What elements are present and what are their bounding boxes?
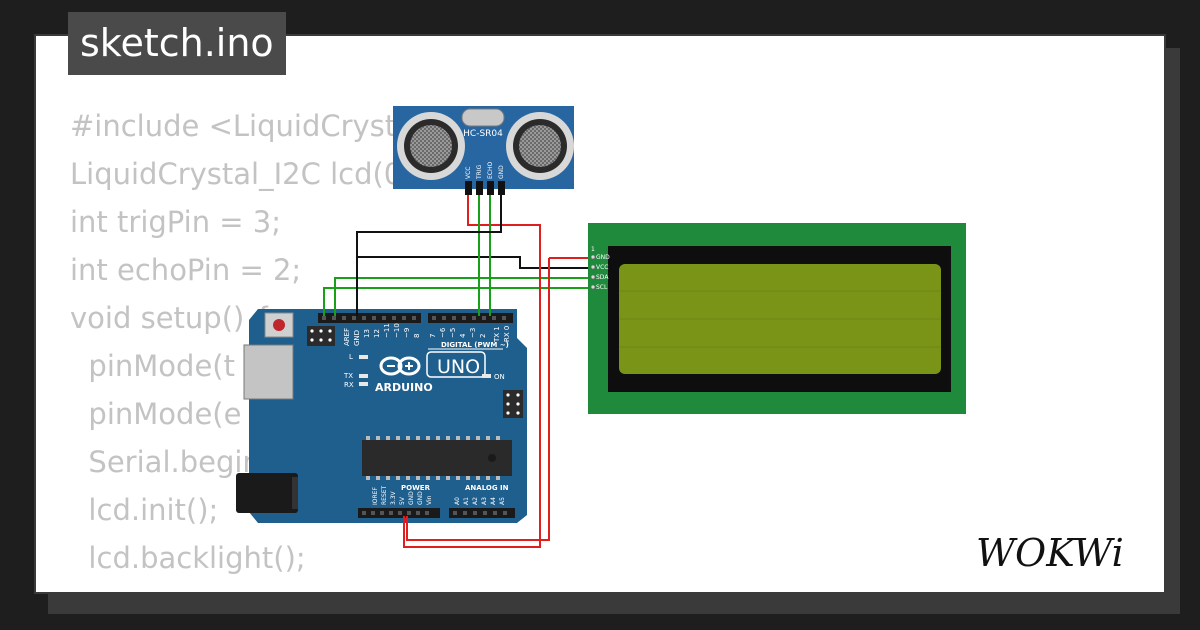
lcd-pin-sda[interactable] xyxy=(590,274,596,280)
pin-label: 2 xyxy=(479,334,487,338)
lcd-pin-scl[interactable] xyxy=(590,284,596,290)
pin-label: 4 xyxy=(459,333,467,338)
pin-label: ~3 xyxy=(469,328,477,338)
pin-label: A4 xyxy=(490,497,497,505)
pin-label: TX 1 xyxy=(493,326,501,343)
pin-label: GND xyxy=(353,330,361,346)
wires xyxy=(323,195,588,548)
pin-label: 3.3V xyxy=(390,490,397,505)
code-line: lcd.clear(); xyxy=(70,582,244,592)
digital-pin-labels: AREF GND 13 12 ~11 ~10 ~9 8 7 ~6 ~5 4 ~3… xyxy=(343,323,511,346)
lcd-pin-label: VCC xyxy=(596,264,608,271)
wire-gnd-lcd[interactable] xyxy=(356,256,588,316)
pin-label: RX 0 xyxy=(503,326,511,342)
code-line: LiquidCrystal_I2C lcd(0 xyxy=(70,157,403,191)
led-label: L xyxy=(349,353,353,361)
arduino-logo xyxy=(379,356,421,376)
pin-label: ~9 xyxy=(403,328,411,338)
wire-gnd-sensor[interactable] xyxy=(356,195,502,316)
led-label: TX xyxy=(343,372,353,380)
pin-label: GND xyxy=(417,491,424,505)
pin-label: 12 xyxy=(373,329,381,338)
sensor-pin-label: ECHO xyxy=(487,162,494,179)
pin-label: 8 xyxy=(413,334,421,338)
transducer-right xyxy=(506,112,574,180)
lcd-pin-label: SDA xyxy=(596,274,609,281)
wire-vcc-lcd[interactable] xyxy=(406,258,550,541)
pin-label: IOREF xyxy=(372,487,379,505)
code-line: pinMode(t xyxy=(70,349,235,383)
digital-header-right[interactable] xyxy=(428,313,513,323)
sensor-pin-trig[interactable] xyxy=(476,181,483,195)
pin-label: ~11 xyxy=(383,323,391,338)
led-label: RX xyxy=(344,381,354,389)
pin-label: RESET xyxy=(381,485,388,505)
lcd-pin-gnd[interactable] xyxy=(590,254,596,260)
lcd-char-grid xyxy=(619,290,941,348)
pin-label: ~5 xyxy=(449,328,457,338)
power-jack xyxy=(236,473,298,513)
pin-label: A5 xyxy=(499,497,506,505)
pin-label: 5V xyxy=(399,496,406,505)
reset-button[interactable] xyxy=(264,312,294,338)
pin-label: GND xyxy=(408,491,415,505)
sensor-pin-vcc[interactable] xyxy=(465,181,472,195)
code-line: lcd.init(); xyxy=(70,493,219,527)
pin-label: ~10 xyxy=(393,323,401,338)
status-leds: L TX RX ON xyxy=(343,353,505,389)
sensor-pin-gnd[interactable] xyxy=(498,181,505,195)
wire-vcc-sensor[interactable] xyxy=(403,195,541,548)
code-line: int trigPin = 3; xyxy=(70,205,282,239)
arduino-uno[interactable]: AREF GND 13 12 ~11 ~10 ~9 8 7 ~6 ~5 4 ~3… xyxy=(236,309,527,523)
pin-label: A3 xyxy=(481,497,488,505)
uno-badge xyxy=(426,351,486,378)
analog-label: ANALOG IN xyxy=(465,484,509,492)
power-jack-edge xyxy=(292,477,298,509)
code-line: Serial.begin xyxy=(70,445,261,479)
sensor-pin-echo[interactable] xyxy=(487,181,494,195)
pin-label: Vin xyxy=(426,495,433,505)
model-name: UNO xyxy=(437,356,480,378)
pin-label: A0 xyxy=(454,497,461,505)
analog-header[interactable] xyxy=(449,508,515,518)
ultrasonic-sensor[interactable]: HC-SR04 VCC TRIG ECHO GND xyxy=(393,106,574,195)
wire-scl[interactable] xyxy=(323,287,588,316)
pin-label: A1 xyxy=(463,497,470,505)
code-line: #include <LiquidCryst xyxy=(70,109,397,143)
digital-header-left[interactable] xyxy=(318,313,421,323)
pin-label: ~6 xyxy=(439,327,447,338)
lcd-pin-label: GND xyxy=(596,254,610,261)
digital-label: DIGITAL (PWM ~) xyxy=(441,341,509,349)
lcd-pin-label: SCL xyxy=(596,284,608,291)
lcd-display[interactable]: 1 GND VCC SDA SCL xyxy=(588,223,966,414)
lcd-pin-vcc[interactable] xyxy=(590,264,596,270)
sensor-pin-label: GND xyxy=(498,165,505,179)
sensor-pin-label: TRIG xyxy=(476,164,483,180)
icsp-header-top xyxy=(307,326,335,346)
usb-port xyxy=(243,344,294,400)
atmega-chip xyxy=(362,436,512,480)
pin-label: 13 xyxy=(363,329,371,338)
wokwi-logo[interactable]: WOKWi xyxy=(976,531,1124,575)
pin-label: AREF xyxy=(343,328,351,346)
file-title-tab[interactable]: sketch.ino xyxy=(68,12,286,75)
code-line: lcd.backlight(); xyxy=(70,541,306,575)
brand-name: ARDUINO xyxy=(375,381,433,394)
power-label: POWER xyxy=(401,484,431,492)
lcd-pin-one: 1 xyxy=(591,246,595,253)
crystal-oscillator xyxy=(461,108,505,127)
wire-sda[interactable] xyxy=(334,277,588,316)
transducer-left xyxy=(397,112,465,180)
pin-label: A2 xyxy=(472,497,479,505)
code-line: int echoPin = 2; xyxy=(70,253,302,287)
power-header[interactable] xyxy=(358,508,440,518)
icsp-header-right xyxy=(503,390,523,418)
led-label: ON xyxy=(494,373,505,381)
power-pin-labels: IOREF RESET 3.3V 5V GND GND Vin A0 A1 A2… xyxy=(372,485,506,505)
sensor-model-label: HC-SR04 xyxy=(463,129,503,139)
code-line: pinMode(e xyxy=(70,397,242,431)
sensor-pin-label: VCC xyxy=(465,167,472,179)
pin-label: 7 xyxy=(429,334,437,338)
